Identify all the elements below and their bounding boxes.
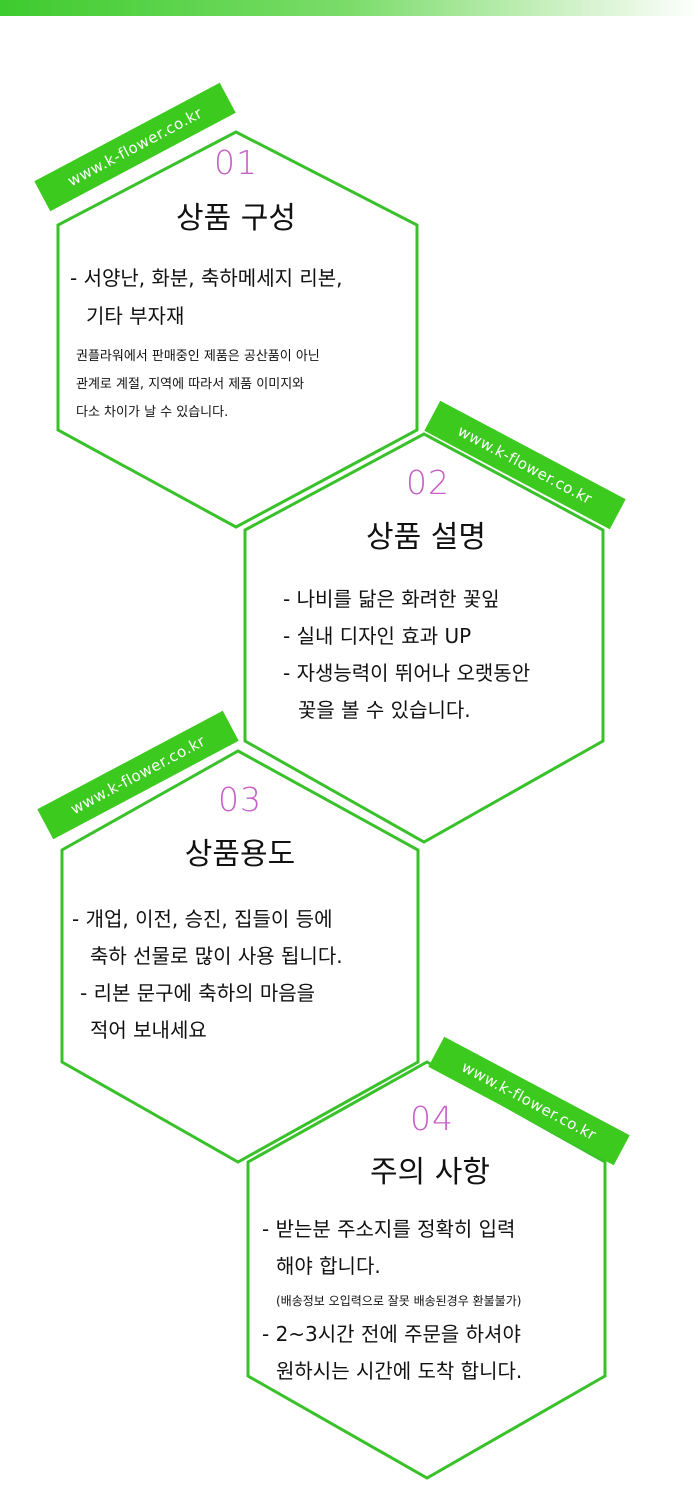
section-title-01: 상품 구성	[176, 201, 296, 236]
section-title-02: 상품 설명	[366, 520, 486, 555]
section-title-03: 상품용도	[184, 837, 296, 872]
section-01-note-1: 권플라워에서 판매중인 제품은 공산품이 아닌	[76, 349, 320, 364]
hexagon-frame-01	[56, 130, 419, 529]
hexagon-frame-04	[246, 1060, 607, 1480]
section-01-note-3: 다소 차이가 날 수 있습니다.	[76, 405, 229, 420]
section-02-line-1: - 나비를 닮은 화려한 꽃잎	[283, 587, 500, 611]
section-04-note-1: (배송정보 오입력으로 잘못 배송된경우 환불불가)	[276, 1294, 522, 1308]
section-03-line-3: - 리본 문구에 축하의 마음을	[80, 981, 316, 1005]
hexagon-frame-03	[60, 749, 420, 1164]
section-number-01: 01	[214, 143, 258, 182]
top-gradient-bar	[0, 0, 700, 16]
section-02-line-2: - 실내 디자인 효과 UP	[283, 624, 472, 648]
section-02-line-3: - 자생능력이 뛰어나 오랫동안	[283, 661, 531, 685]
section-03-line-1: - 개업, 이전, 승진, 집들이 등에	[72, 907, 333, 931]
section-01-line-1: - 서양난, 화분, 축하메세지 리본,	[70, 266, 343, 290]
section-04-line-1: - 받는분 주소지를 정확히 입력	[262, 1217, 516, 1241]
hexagon-frame-02	[243, 432, 605, 844]
section-number-03: 03	[218, 780, 262, 819]
section-04-line-2: 해야 합니다.	[276, 1254, 381, 1278]
section-03-line-2: 축하 선물로 많이 사용 됩니다.	[90, 944, 343, 968]
section-01-note-2: 관계로 계절, 지역에 따라서 제품 이미지와	[76, 377, 305, 392]
section-title-04: 주의 사항	[370, 1155, 490, 1190]
section-04-line-3: - 2~3시간 전에 주문을 하셔야	[262, 1322, 521, 1346]
section-number-02: 02	[406, 463, 450, 502]
section-number-04: 04	[410, 1099, 454, 1138]
section-01-line-2: 기타 부자재	[86, 304, 185, 328]
section-03-line-4: 적어 보내세요	[90, 1018, 207, 1042]
section-04-line-4: 원하시는 시간에 도착 합니다.	[276, 1359, 523, 1383]
section-02-line-4: 꽃을 볼 수 있습니다.	[298, 698, 471, 722]
